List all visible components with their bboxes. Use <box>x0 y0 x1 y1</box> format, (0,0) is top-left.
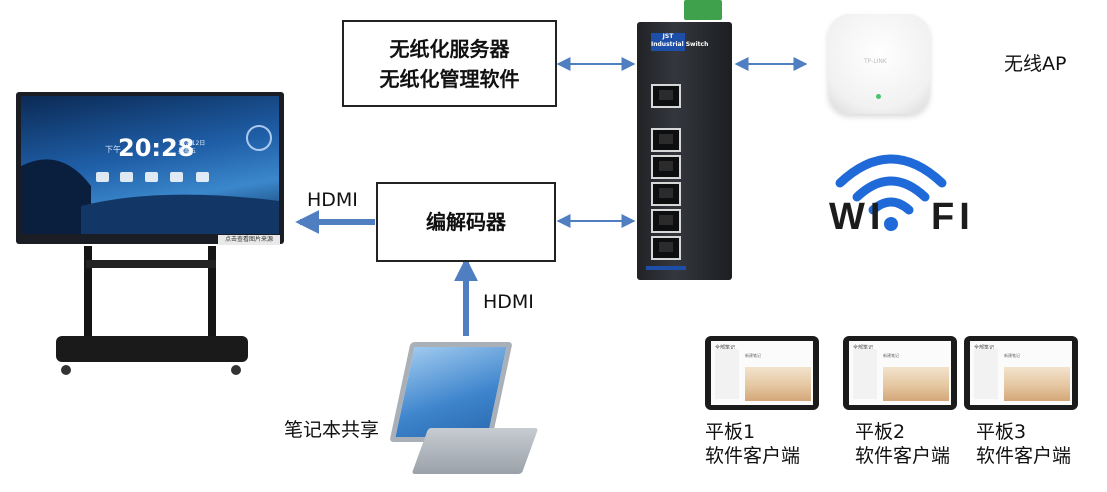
codec-label: 编解码器 <box>426 210 506 234</box>
display-screen <box>21 96 279 234</box>
display-ampm: 下午 <box>105 145 121 154</box>
ap-label: 无线AP <box>1004 53 1067 75</box>
tablet-screen: 全部笔记 新建笔记 <box>970 341 1072 405</box>
tablet-2-name: 平板2 <box>855 421 906 443</box>
tablet-desert-image <box>1004 367 1070 401</box>
display-app-icon <box>196 172 209 182</box>
tablet-screen-title: 全部笔记 <box>853 345 874 351</box>
switch-port <box>651 182 681 206</box>
server-label-line2: 无纸化管理软件 <box>379 66 520 91</box>
laptop-keyboard <box>411 428 539 474</box>
tablet-2-label: 平板2 软件客户端 <box>855 420 950 468</box>
tablet-note-list <box>853 349 877 399</box>
laptop-screen <box>389 342 513 442</box>
wifi-logo-text: WI FI <box>829 196 975 238</box>
display-app-icon <box>145 172 158 182</box>
display-app-icon <box>170 172 183 182</box>
tablet-1-label: 平板1 软件客户端 <box>705 420 800 468</box>
switch-power-terminal <box>684 0 722 20</box>
codec-box: 编解码器 <box>376 182 556 262</box>
tablet-screen-heading: 新建笔记 <box>745 353 761 358</box>
ap-brand: TP-LINK <box>864 58 887 65</box>
display-app-icon <box>96 172 109 182</box>
tablet-1-name: 平板1 <box>705 421 756 443</box>
hdmi-label-bottom: HDMI <box>483 291 534 313</box>
ap-status-led <box>876 94 881 99</box>
tablet-screen-title: 全部笔记 <box>715 345 736 351</box>
switch-accent-strip <box>646 266 686 270</box>
tablet-2: 全部笔记 新建笔记 <box>843 336 957 410</box>
tablet-screen-heading: 新建笔记 <box>883 353 899 358</box>
switch-port <box>651 128 681 152</box>
switch-port <box>651 236 681 260</box>
tablet-3-name: 平板3 <box>976 421 1027 443</box>
tablet-screen: 全部笔记 新建笔记 <box>849 341 951 405</box>
tablet-3-label: 平板3 软件客户端 <box>976 420 1071 468</box>
tablet-3: 全部笔记 新建笔记 <box>964 336 1078 410</box>
display-source-tag: 点击查看图片来源 <box>218 235 280 245</box>
switch-port <box>651 84 681 108</box>
server-label-line1: 无纸化服务器 <box>389 36 510 61</box>
tablet-note-list <box>715 349 739 399</box>
hdmi-label-left: HDMI <box>307 189 358 211</box>
paperless-server-box: 无纸化服务器 无纸化管理软件 <box>342 20 557 107</box>
tablet-screen-title: 全部笔记 <box>974 345 995 351</box>
display-clock: 20:28 <box>118 134 195 162</box>
tablet-desert-image <box>745 367 811 401</box>
switch-port <box>651 155 681 179</box>
laptop-label: 笔记本共享 <box>284 419 380 441</box>
tablet-note-list <box>974 349 998 399</box>
tablet-screen: 全部笔记 新建笔记 <box>711 341 813 405</box>
tablet-1-role: 软件客户端 <box>705 445 801 467</box>
tablet-screen-heading: 新建笔记 <box>1004 353 1020 358</box>
tablet-desert-image <box>883 367 949 401</box>
tablet-1: 全部笔记 新建笔记 <box>705 336 819 410</box>
tablet-3-role: 软件客户端 <box>976 445 1072 467</box>
switch-port <box>651 209 681 233</box>
display-date: 10月12日 星期五 <box>178 140 206 155</box>
display-app-icon <box>120 172 133 182</box>
tablet-2-role: 软件客户端 <box>855 445 951 467</box>
